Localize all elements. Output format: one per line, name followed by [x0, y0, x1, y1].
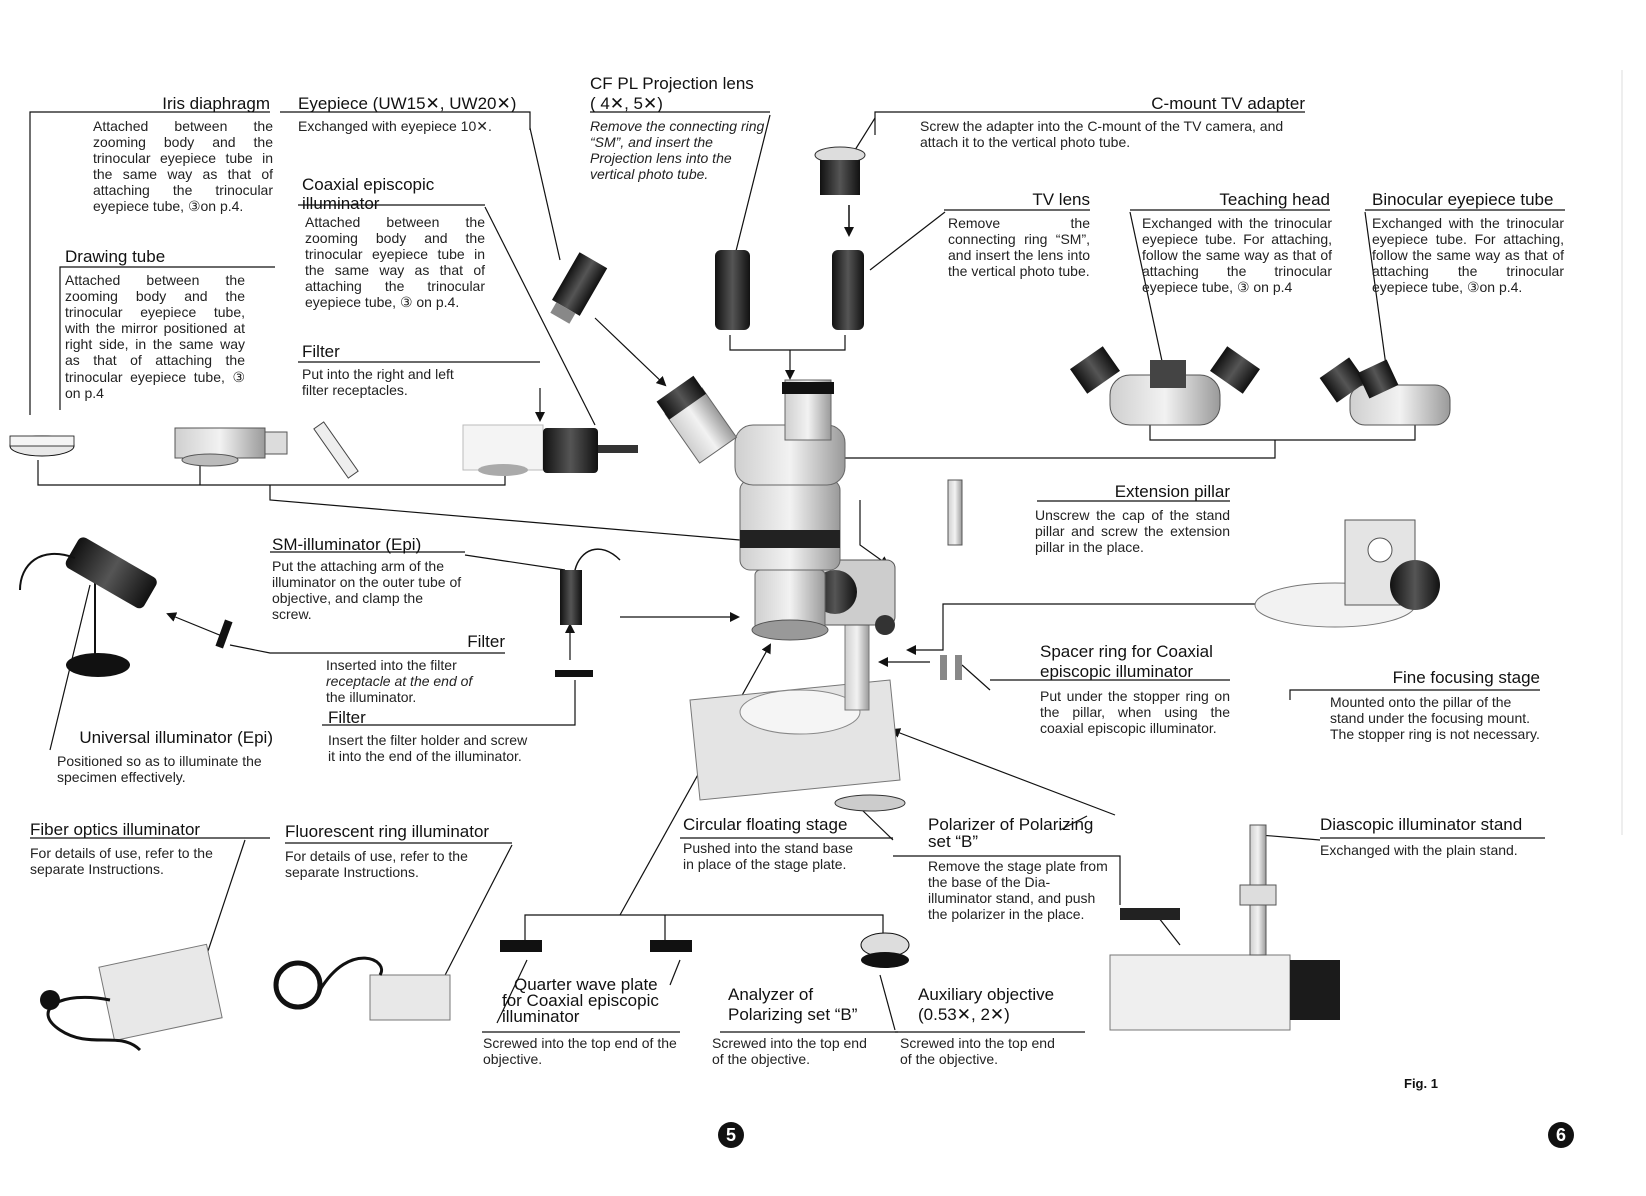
- tvlens-desc: Remove the connecting ring “SM”, and ins…: [948, 215, 1090, 280]
- cfpl-title-line2: ( 4✕, 5✕): [590, 94, 663, 113]
- diascopic-title: Diascopic illuminator stand: [1320, 815, 1523, 834]
- teaching-title: Teaching head: [1219, 190, 1330, 209]
- quarter-title-line3: illuminator: [502, 1007, 580, 1026]
- filter-mid-title: Filter: [467, 632, 505, 651]
- iris-desc: Attached between the zooming body and th…: [93, 118, 273, 215]
- filter-top-title: Filter: [302, 342, 340, 361]
- teaching-desc: Exchanged with the trinocular eyepiece t…: [1142, 215, 1332, 296]
- binocular-desc: Exchanged with the trinocular eyepiece t…: [1372, 215, 1564, 296]
- quarter-title-line2: for Coaxial episcopic: [502, 991, 659, 1010]
- coaxial-desc: Attached between the zooming body and th…: [305, 214, 485, 311]
- coaxial-title: Coaxial episcopic illuminator: [302, 175, 435, 214]
- drawing-title: Drawing tube: [65, 247, 166, 266]
- polarizer-title-line2: set “B”: [928, 832, 979, 851]
- spacer-desc: Put under the stopper ring on the pillar…: [1040, 688, 1230, 737]
- quarter-desc: Screwed into the top end of the objectiv…: [483, 1035, 677, 1068]
- tvlens-title: TV lens: [1032, 190, 1090, 209]
- polarizer-title-line1: Polarizer of Polarizing: [928, 815, 1094, 834]
- eyepiece-illustration: [550, 252, 608, 324]
- filter-top-desc: Put into the right and left filter recep…: [302, 366, 454, 399]
- fiber-title: Fiber optics illuminator: [30, 820, 201, 839]
- analyzer-title-line2: Polarizing set “B”: [728, 1005, 858, 1024]
- page-number-right: 6: [1548, 1122, 1574, 1148]
- smillum-desc: Put the attaching arm of the illuminator…: [272, 558, 462, 623]
- filter-mid-desc-1: Inserted into the filter: [326, 657, 457, 673]
- binocular-title: Binocular eyepiece tube: [1372, 190, 1554, 209]
- universal-illuminator-illustration: [19, 537, 157, 677]
- spacer-title-line2: episcopic illuminator: [1040, 662, 1194, 681]
- coaxial-illuminator-illustration: [462, 424, 638, 476]
- quarter-title-line1: Quarter wave plate: [514, 975, 658, 994]
- iris-title: Iris diaphragm: [162, 94, 270, 113]
- figure-label: Fig. 1: [1404, 1076, 1438, 1091]
- fluorescent-title: Fluorescent ring illuminator: [285, 822, 490, 841]
- smillum-title: SM-illuminator (Epi): [272, 535, 422, 554]
- circular-title: Circular floating stage: [683, 815, 848, 834]
- cmount-title: C-mount TV adapter: [1151, 94, 1305, 113]
- auxiliary-title-line2: (0.53✕, 2✕): [918, 1005, 1010, 1024]
- polarizer-desc: Remove the stage plate from the base of …: [928, 858, 1108, 923]
- stereo-microscope-illustration: [656, 375, 901, 801]
- eyepiece-title: Eyepiece (UW15✕, UW20✕): [298, 94, 517, 113]
- auxiliary-desc: Screwed into the top end of the objectiv…: [900, 1035, 1055, 1068]
- finefocus-title: Fine focusing stage: [1392, 668, 1540, 687]
- fiber-optics-illustration: [40, 943, 223, 1052]
- universal-title: Universal illuminator (Epi): [79, 728, 273, 747]
- universal-desc: Positioned so as to illuminate the speci…: [57, 753, 262, 786]
- diascopic-desc: Exchanged with the plain stand.: [1320, 842, 1518, 858]
- cfpl-desc: Remove the connecting ring “SM”, and ins…: [590, 118, 765, 183]
- fluorescent-ring-illustration: [273, 956, 451, 1021]
- filter-low-desc: Insert the filter holder and screw it in…: [328, 732, 528, 765]
- extension-desc: Unscrew the cap of the stand pillar and …: [1035, 507, 1230, 556]
- analyzer-title-line1: Analyzer of: [728, 985, 814, 1004]
- circular-desc: Pushed into the stand base in place of t…: [683, 840, 853, 873]
- eyepiece-desc: Exchanged with eyepiece 10✕.: [298, 118, 492, 134]
- drawing-desc: Attached between the zooming body and th…: [65, 272, 245, 401]
- fiber-desc: For details of use, refer to the separat…: [30, 845, 213, 878]
- fine-focusing-stage-illustration: [1254, 519, 1440, 628]
- filter-mid-desc-3: the illuminator.: [326, 689, 417, 705]
- filter-low-title: Filter: [328, 708, 366, 727]
- cmount-desc: Screw the adapter into the C-mount of th…: [920, 118, 1284, 151]
- drawing-tube-illustration: [174, 427, 288, 467]
- diascopic-stand-illustration: [1109, 824, 1340, 1031]
- binocular-tube-illustration: [1319, 357, 1451, 426]
- iris-diaphragm-illustration: [9, 435, 75, 457]
- spacer-title-line1: Spacer ring for Coaxial: [1040, 642, 1213, 661]
- finefocus-desc: Mounted onto the pillar of the stand und…: [1330, 694, 1540, 743]
- page-number-left: 5: [718, 1122, 744, 1148]
- auxiliary-title-line1: Auxiliary objective: [918, 985, 1055, 1004]
- extension-title: Extension pillar: [1114, 482, 1230, 501]
- analyzer-desc: Screwed into the top end of the objectiv…: [712, 1035, 867, 1068]
- teaching-head-illustration: [1070, 346, 1260, 426]
- fluorescent-desc: For details of use, refer to the separat…: [285, 848, 468, 881]
- cfpl-title-line1: CF PL Projection lens: [590, 74, 754, 93]
- filter-mid-desc-2: receptacle at the end of: [326, 673, 473, 689]
